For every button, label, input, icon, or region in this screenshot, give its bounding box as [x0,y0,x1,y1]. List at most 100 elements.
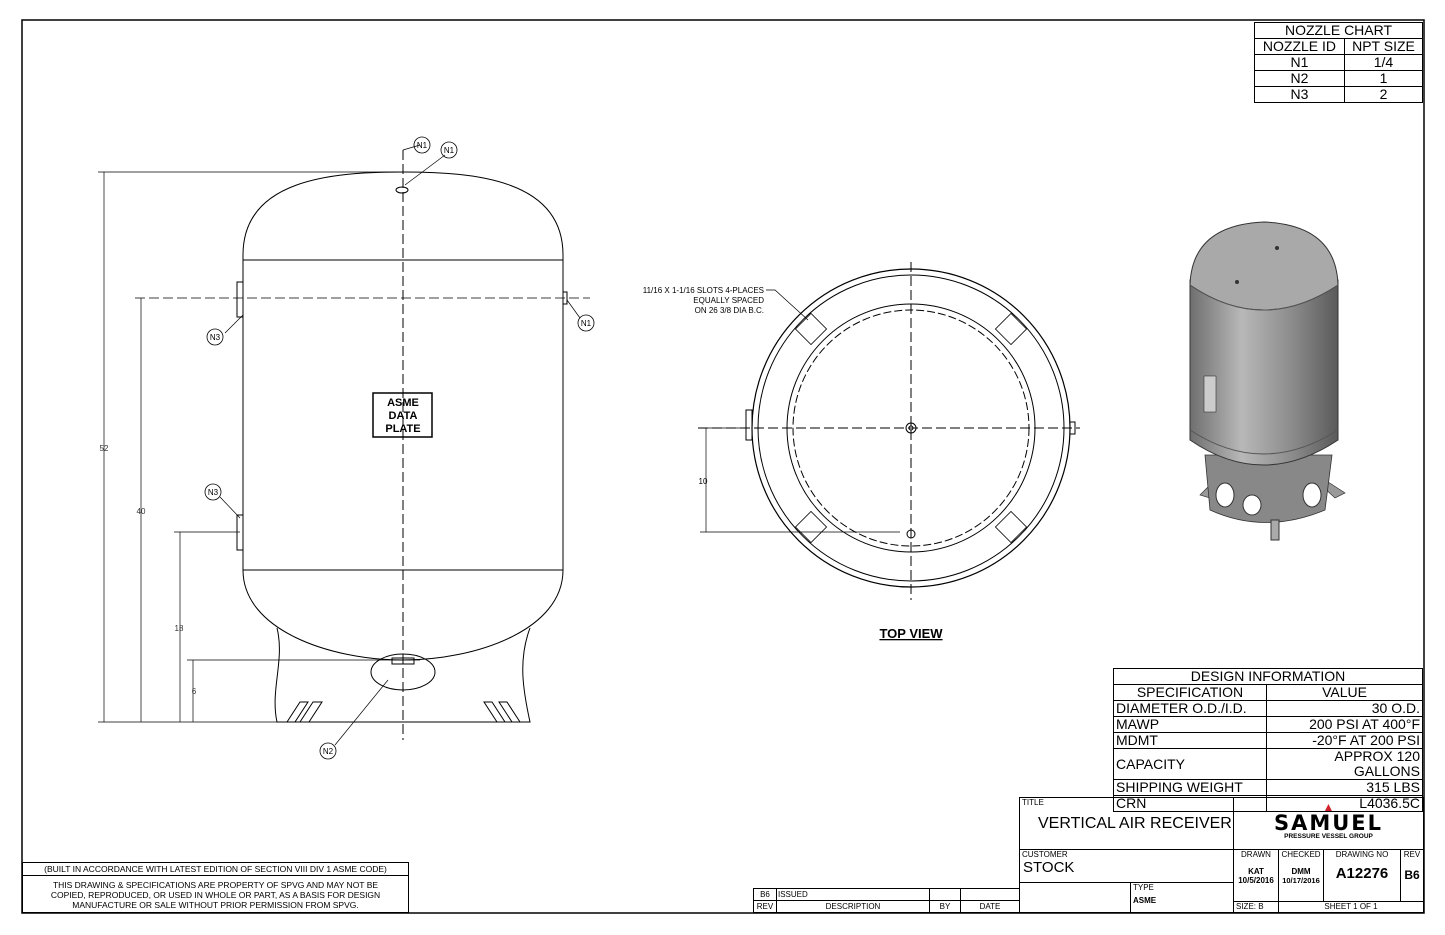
dimension-40: 40 [137,507,146,516]
table-row: MDMT-20°F AT 200 PSI [1113,732,1423,749]
nozzle-label: N1 [444,146,455,155]
nozzle-chart-title: NOZZLE CHART [1254,22,1423,39]
cell: 315 LBS [1266,779,1423,796]
nozzle-label: N2 [323,747,334,756]
property-note: COPIED, REPRODUCED, OR USED IN WHOLE OR … [50,890,381,900]
sheet-border [21,19,1425,914]
cell [929,888,961,901]
top-head [242,171,564,260]
drawn-label: DRAWN [1241,850,1271,859]
customer-value: STOCK [1023,859,1075,876]
front-view [98,136,595,760]
skirt-opening [370,653,436,691]
column-header: REV [753,900,777,913]
dimension-52: 52 [100,444,109,453]
n3-upper-nozzle [236,281,244,318]
column-header: DATE [960,900,1020,913]
table-row: DIAMETER O.D./I.D.30 O.D. [1113,700,1423,717]
cell: CRN [1113,795,1267,812]
slot-note: 11/16 X 1-1/16 SLOTS 4-PLACES [643,286,764,295]
type-label: TYPE [1133,883,1154,892]
cell: L4036.5C [1266,795,1423,812]
cell: MDMT [1113,732,1267,749]
front-view-labels: N1 N1 N1 N3 N3 N2 ASME DATA PLATE 52 40 … [100,141,592,756]
design-info-title: DESIGN INFORMATION [1113,668,1423,685]
checked-by: DMM [1291,867,1311,876]
slot-note: EQUALLY SPACED [693,296,764,305]
cell: 1/4 [1343,54,1424,71]
nozzle-label: N3 [210,333,221,342]
flame-icon: ▲ [1322,800,1335,814]
cell: ISSUED [776,888,930,901]
property-note: MANUFACTURE OR SALE WITHOUT PRIOR PERMIS… [72,900,359,910]
checked-date: 10/17/2016 [1282,876,1320,885]
title-block: TITLE VERTICAL AIR RECEIVER ▲ SAMUEL PRE… [1019,797,1424,913]
cell: MAWP [1113,716,1267,733]
cell: B6 [753,888,777,901]
cell: N1 [1254,54,1345,71]
notes-block: (BUILT IN ACCORDANCE WITH LATEST EDITION… [22,862,409,913]
cell: SHIPPING WEIGHT [1113,779,1267,796]
sheet-size: SIZE: B [1234,901,1279,913]
rev-label: REV [1403,850,1421,859]
type-value: ASME [1133,896,1157,905]
drawing-title: VERTICAL AIR RECEIVER [1038,815,1232,832]
leg-right [483,701,521,723]
dimension-lines [98,144,590,746]
top-view [698,262,1080,600]
drawn-by: KAT [1248,867,1264,876]
cell: 1 [1343,70,1424,87]
cell: N2 [1254,70,1345,87]
leg-left [286,701,323,723]
drawing-number: A12276 [1335,865,1389,882]
customer-label: CUSTOMER [1022,850,1068,859]
n2-nozzle [391,657,415,665]
top-view-label: TOP VIEW [879,626,943,641]
cell: 2 [1343,86,1424,103]
sheet-number: SHEET 1 OF 1 [1279,901,1423,913]
isometric-view [1189,221,1346,541]
data-plate-text: PLATE [385,423,420,435]
asme-data-plate [372,392,433,438]
title-label: TITLE [1022,798,1044,807]
drawn-date: 10/5/2016 [1238,876,1274,885]
rev-value: B6 [1404,868,1420,882]
skirt [274,627,531,723]
nozzle-label: N3 [208,488,219,497]
column-header: VALUE [1266,684,1423,701]
cell: 30 O.D. [1266,700,1423,717]
cell: 200 PSI AT 400°F [1266,716,1423,733]
column-header: NOZZLE ID [1254,38,1345,55]
cell: DIAMETER O.D./I.D. [1113,700,1267,717]
top-view-labels: 11/16 X 1-1/16 SLOTS 4-PLACES EQUALLY SP… [643,286,944,641]
dimension-6: 6 [192,687,197,696]
column-header: BY [929,900,961,913]
column-header: SPECIFICATION [1113,684,1267,701]
column-header: NPT SIZE [1343,38,1424,55]
code-note: (BUILT IN ACCORDANCE WITH LATEST EDITION… [23,863,408,876]
dimension-10: 10 [699,477,708,486]
checked-label: CHECKED [1281,850,1321,859]
cell: N3 [1254,86,1345,103]
data-plate-text: ASME [387,397,419,409]
dimension-18: 18 [175,624,184,633]
n3-lower-nozzle [236,514,244,551]
table-row: B6 ISSUED [753,888,1020,901]
cell: APPROX 120 GALLONS [1266,748,1423,780]
cell: CAPACITY [1113,748,1267,780]
nozzle-label: N1 [581,319,592,328]
shell [242,259,564,571]
cell: -20°F AT 200 PSI [1266,732,1423,749]
drawing-no-label: DRAWING NO [1335,850,1389,859]
